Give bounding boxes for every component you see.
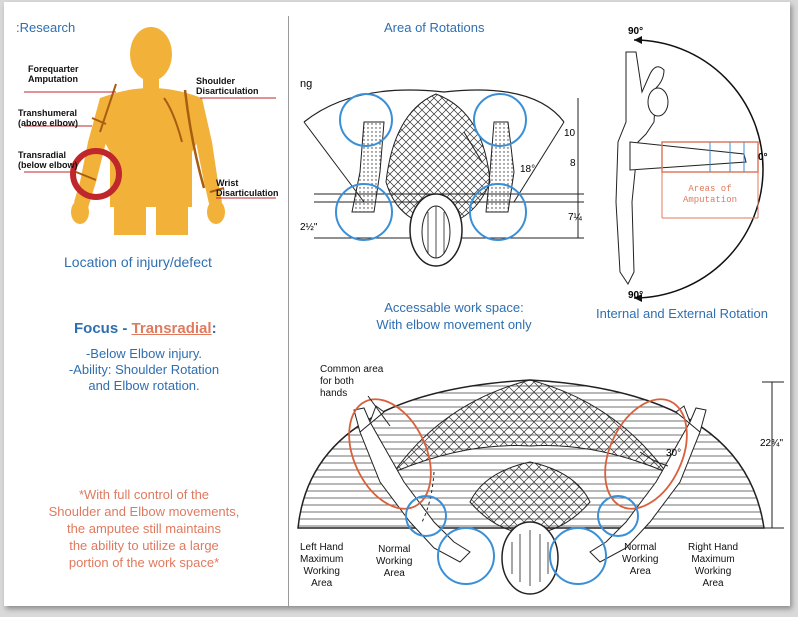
rotation-deg-top: 90°: [628, 26, 644, 37]
page-title: :Research: [16, 20, 76, 35]
label-transradial: Transradial(below elbow): [18, 150, 78, 170]
focus-heading: Focus - Transradial:: [74, 320, 217, 337]
focus-prefix: Focus -: [74, 320, 132, 337]
rotation-caption: Internal and External Rotation: [596, 306, 768, 321]
focus-bullets: -Below Elbow injury. -Ability: Shoulder …: [68, 346, 220, 393]
focus-term: Transradial: [131, 320, 212, 337]
rotation-figure: [615, 36, 764, 302]
top-workspace-drawing: [303, 89, 584, 267]
top-dim-bot: 7¼: [568, 212, 582, 223]
top-dim-mid: 8: [570, 158, 576, 169]
bottom-angle: 30°: [666, 448, 682, 459]
bottom-workspace-drawing: [297, 379, 784, 595]
top-left-dim: 2½": [300, 222, 318, 233]
rotation-deg-mid: 0°: [758, 152, 768, 163]
label-transhumeral: Transhumeral(above elbow): [18, 108, 79, 128]
location-caption: Location of injury/defect: [64, 254, 212, 270]
top-left-text: ng: [300, 78, 313, 90]
focus-suffix: :: [211, 320, 217, 337]
column-divider: [288, 16, 289, 608]
rotation-deg-bot: 90°: [628, 290, 644, 301]
area-title: Area of Rotations: [384, 20, 485, 35]
top-dim-top: 10: [564, 128, 576, 139]
bottom-height: 22¾": [760, 438, 784, 449]
workspace-caption: Accessable work space:With elbow movemen…: [376, 300, 532, 332]
body-diagram: [24, 27, 276, 235]
top-angle: 18°: [520, 164, 536, 175]
